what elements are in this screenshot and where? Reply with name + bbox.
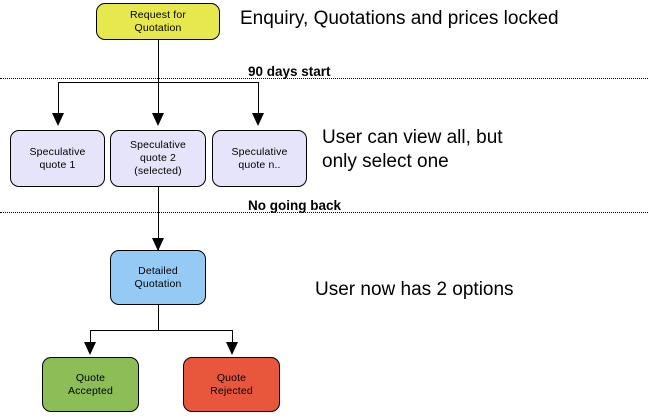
node-quote-accepted[interactable]: Quote Accepted: [42, 357, 139, 412]
arrowhead-quote-rejected: [226, 342, 238, 355]
phase-separator-90-days: [0, 78, 648, 79]
connector-fanout-bar-bottom: [90, 330, 232, 331]
connector-branch-quote-2: [158, 82, 159, 114]
connector-branch-rejected: [232, 330, 233, 343]
connector-selected-to-detailed: [158, 187, 159, 250]
connector-detailed-trunk: [158, 305, 159, 330]
phase-separator-no-going-back-label: No going back: [248, 198, 342, 213]
node-quote-rejected[interactable]: Quote Rejected: [183, 357, 280, 412]
arrowhead-quote-n: [252, 113, 264, 126]
node-speculative-quote-1[interactable]: Speculative quote 1: [10, 130, 105, 187]
node-speculative-quote-n[interactable]: Speculative quote n..: [212, 130, 307, 187]
arrowhead-quote-1: [52, 113, 64, 126]
connector-rfq-trunk: [158, 40, 159, 82]
annotation-two-options: User now has 2 options: [315, 279, 514, 300]
arrowhead-quote-2: [152, 113, 164, 126]
phase-separator-90-days-label: 90 days start: [248, 64, 331, 79]
connector-branch-accepted: [90, 330, 91, 343]
connector-branch-quote-n: [258, 82, 259, 114]
connector-branch-quote-1: [58, 82, 59, 114]
arrowhead-detailed-quotation: [152, 238, 164, 251]
node-speculative-quote-2-selected[interactable]: Speculative quote 2 (selected): [110, 130, 206, 187]
annotation-enquiry-locked: Enquiry, Quotations and prices locked: [240, 8, 559, 29]
node-detailed-quotation[interactable]: Detailed Quotation: [110, 250, 206, 305]
node-request-for-quotation[interactable]: Request for Quotation: [96, 3, 220, 40]
phase-separator-no-going-back: [0, 212, 648, 213]
arrowhead-quote-accepted: [84, 342, 96, 355]
annotation-view-all-select-one: User can view all, but only select one: [322, 127, 503, 173]
